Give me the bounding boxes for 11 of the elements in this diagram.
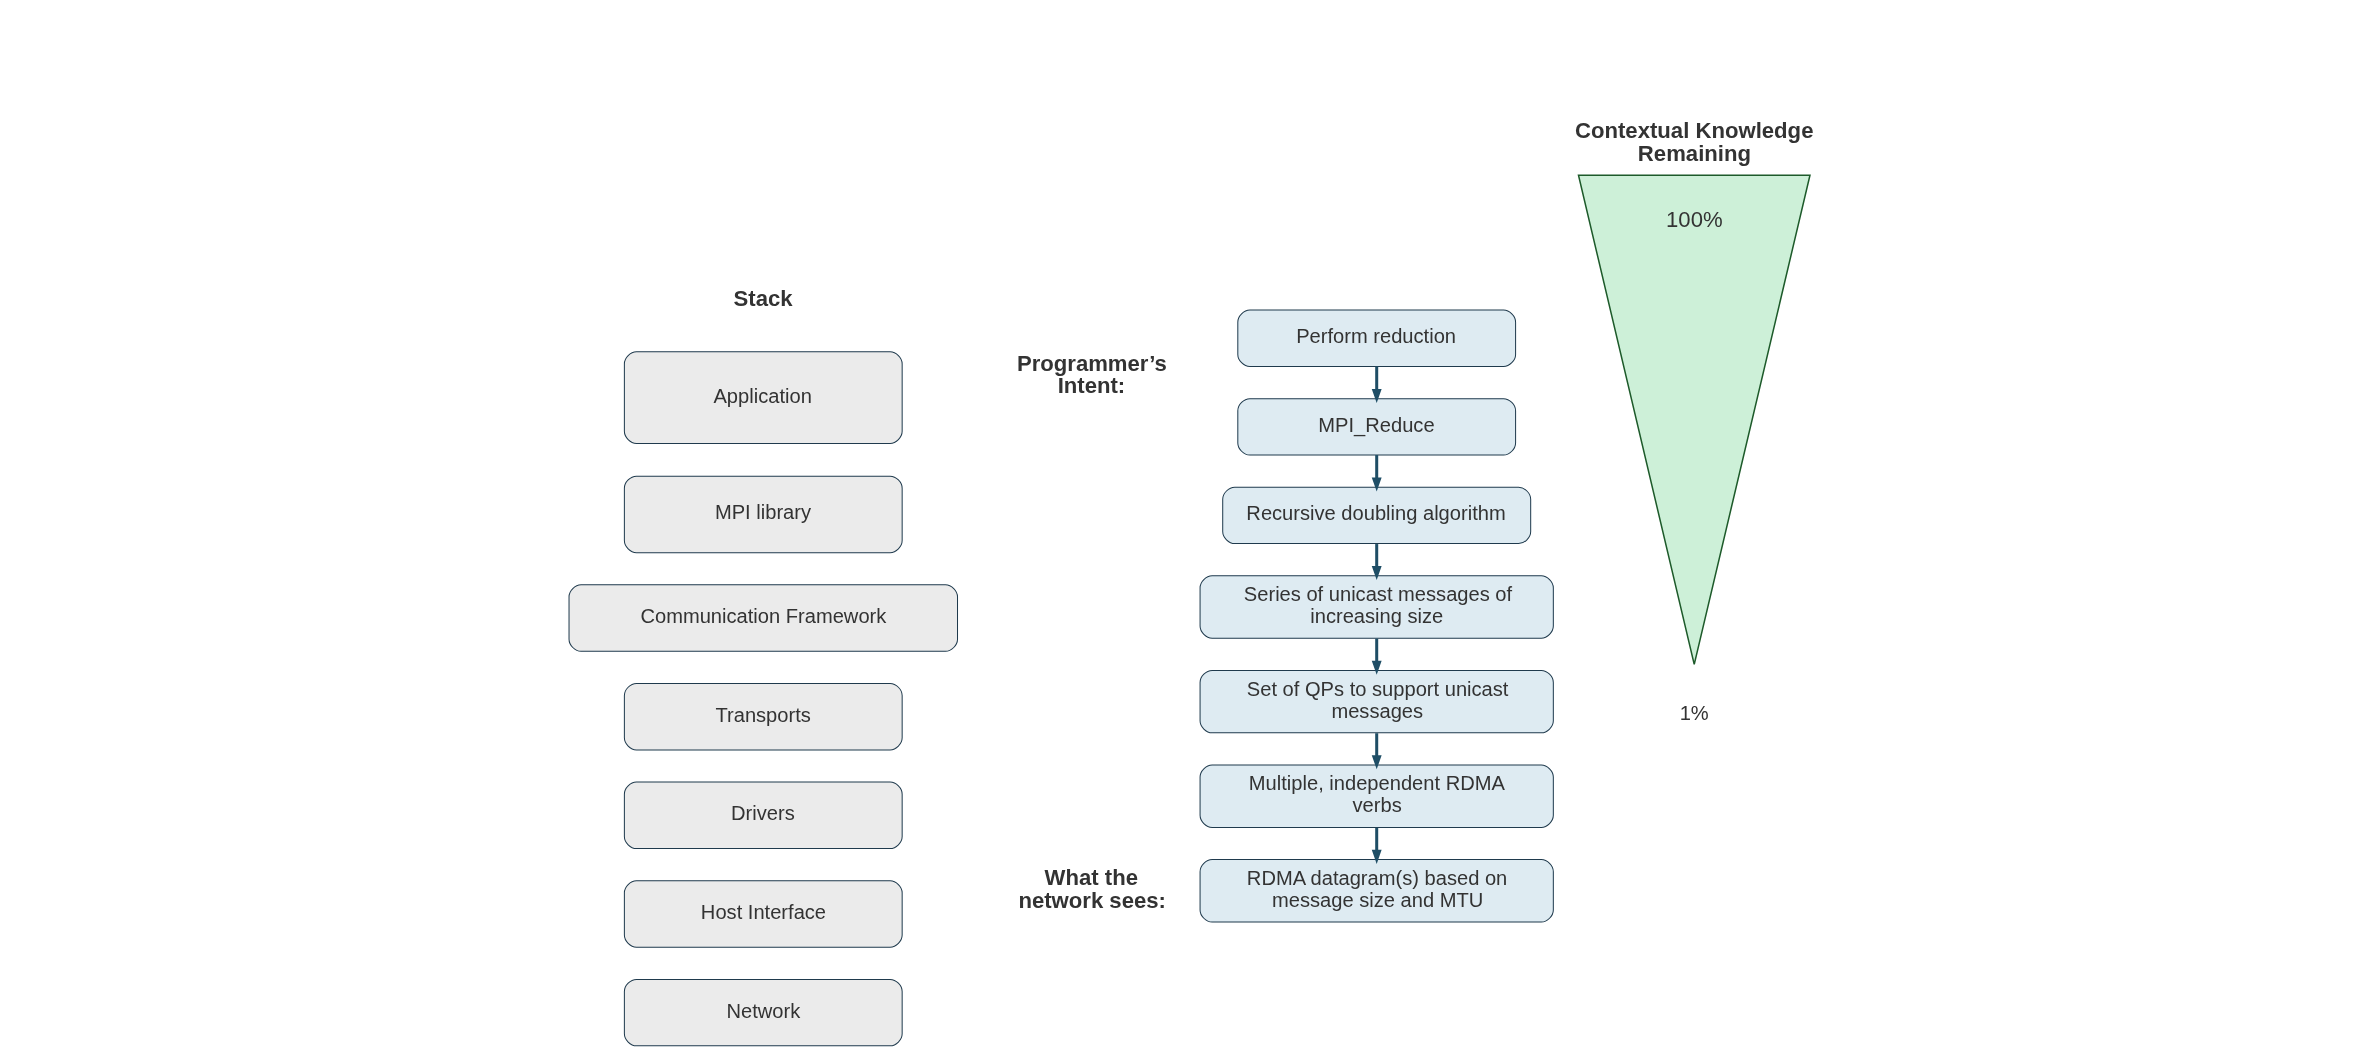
arrow	[1371, 455, 1382, 492]
node-label: Programmer’s Intent:	[1016, 351, 1167, 399]
arrow	[1371, 827, 1382, 864]
arrow	[1371, 544, 1382, 581]
label: Stack	[733, 285, 793, 311]
arrow	[1371, 733, 1382, 770]
node-label: 1%	[1679, 701, 1709, 724]
arrow	[1371, 366, 1382, 404]
node-label: Contextual Knowledge Remaining	[1574, 118, 1814, 166]
node-label: What the network sees:	[1018, 865, 1166, 913]
arrow	[1371, 638, 1382, 675]
